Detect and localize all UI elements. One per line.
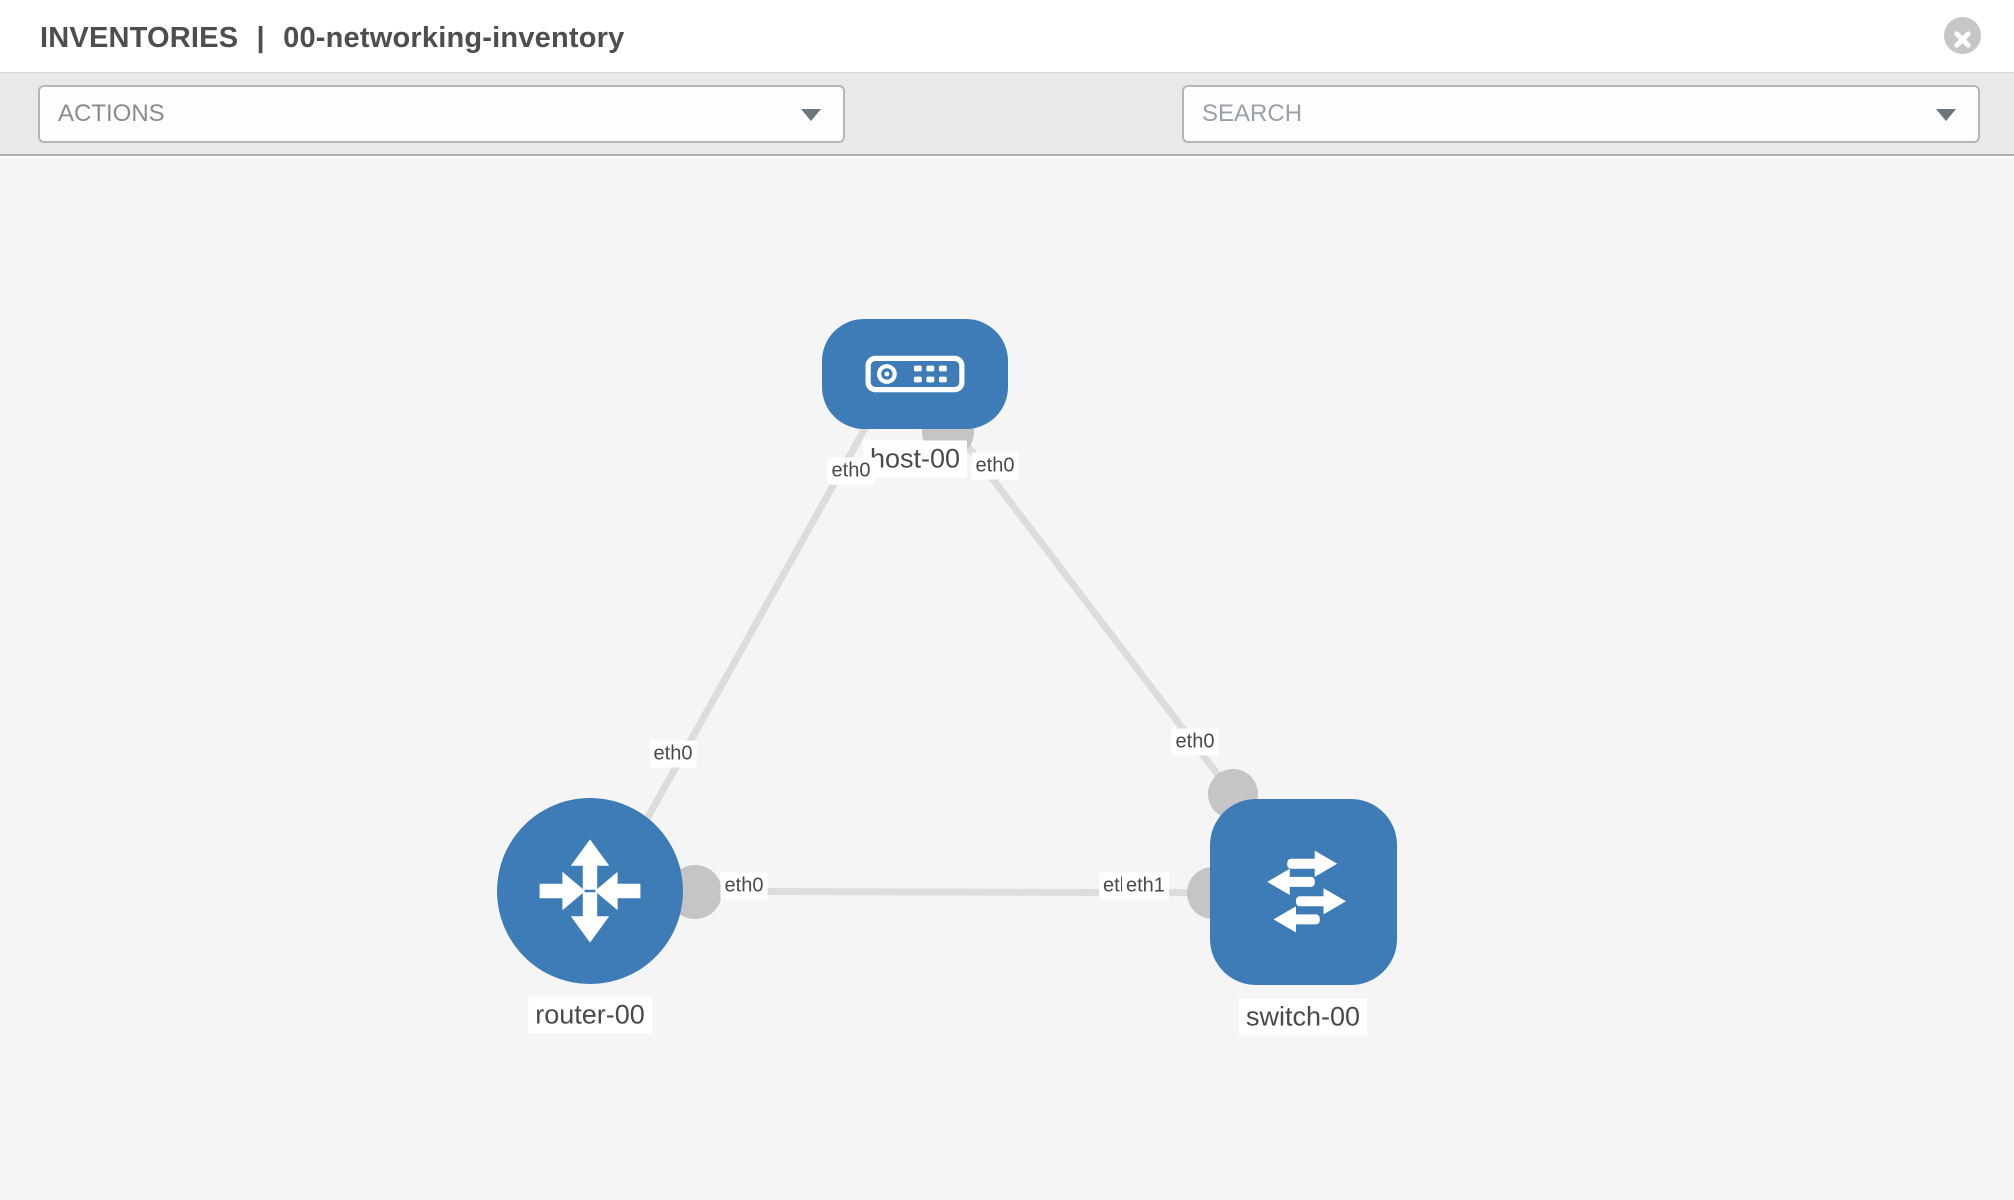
node-label-router: router-00 (528, 996, 652, 1034)
node-host-00[interactable] (822, 319, 1008, 429)
actions-dropdown[interactable]: ACTIONS (38, 85, 845, 143)
interface-label-switch-eth1: eth1 (1122, 872, 1169, 900)
interface-label-switch-uplink: eth0 (1171, 728, 1219, 756)
topology-canvas[interactable]: host-00 router-00 switch-00 eth0 eth0 et… (0, 158, 2014, 1200)
chevron-down-icon (801, 109, 821, 121)
search-placeholder: SEARCH (1202, 100, 1303, 127)
interface-label-router-uplink: eth0 (649, 740, 697, 768)
page-title: INVENTORIES | 00-networking-inventory (40, 0, 625, 72)
interface-label-host-right: eth0 (971, 452, 1019, 480)
interface-label-host-left: eth0 (827, 457, 875, 485)
host-device-icon (865, 355, 965, 393)
actions-dropdown-label: ACTIONS (58, 100, 165, 127)
switch-icon (1267, 850, 1346, 932)
router-icon (539, 839, 641, 943)
window-header: INVENTORIES | 00-networking-inventory (0, 0, 2014, 72)
search-dropdown[interactable]: SEARCH (1182, 85, 1980, 143)
chevron-down-icon (1936, 109, 1956, 121)
page-title-section: INVENTORIES (40, 22, 239, 54)
node-router-00[interactable] (497, 798, 683, 984)
node-label-switch: switch-00 (1238, 998, 1368, 1036)
node-switch-00[interactable] (1210, 799, 1397, 985)
close-icon (1954, 30, 1971, 48)
toolbar: ACTIONS (0, 72, 2014, 203)
link-host-switch[interactable] (947, 420, 1263, 833)
interface-label-router-eth0: eth0 (720, 872, 768, 900)
page-title-separator: | (256, 22, 265, 54)
node-label-host: host-00 (862, 440, 968, 478)
close-button[interactable] (1944, 17, 1981, 54)
links-layer (589, 420, 1304, 905)
page-title-inventory-name: 00-networking-inventory (283, 22, 625, 54)
